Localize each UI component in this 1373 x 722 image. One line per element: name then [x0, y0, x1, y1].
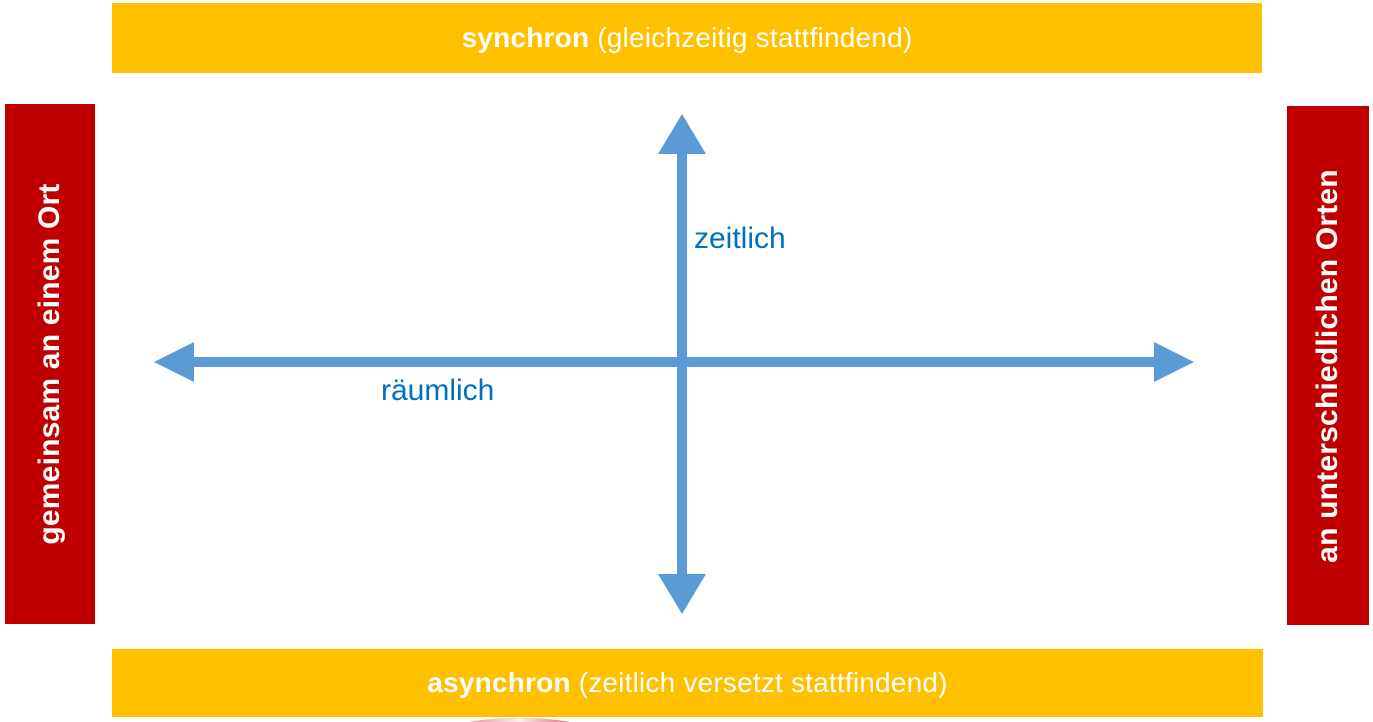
bottom-bar-description: (zeitlich versetzt stattfindend) [570, 667, 948, 698]
vertical-axis [658, 114, 706, 614]
cutoff-ellipse-arc [452, 718, 587, 722]
left-bar-label: gemeinsam an einem Ort [33, 183, 66, 545]
right-arrow-icon [1154, 342, 1194, 382]
down-arrow-icon [658, 574, 706, 614]
bottom-bar-asynchron: asynchron (zeitlich versetzt stattfinden… [112, 649, 1263, 717]
up-arrow-icon [658, 114, 706, 154]
right-bar-different-places: an unterschiedlichen Orten [1287, 106, 1369, 625]
vertical-axis-label: zeitlich [694, 222, 786, 255]
left-arrow-icon [154, 342, 194, 382]
horizontal-axis [154, 342, 1194, 382]
bottom-bar-keyword: asynchron [427, 667, 571, 698]
top-bar-description: (gleichzeitig stattfindend) [589, 22, 913, 53]
right-bar-label: an unterschiedlichen Orten [1311, 168, 1344, 563]
horizontal-axis-label: räumlich [381, 374, 495, 407]
left-bar-same-place: gemeinsam an einem Ort [5, 104, 95, 624]
top-bar-keyword: synchron [461, 22, 590, 53]
top-bar-synchron: synchron (gleichzeitig stattfindend) [112, 3, 1262, 73]
vertical-axis-line [677, 150, 687, 576]
horizontal-axis-line [192, 357, 1154, 367]
